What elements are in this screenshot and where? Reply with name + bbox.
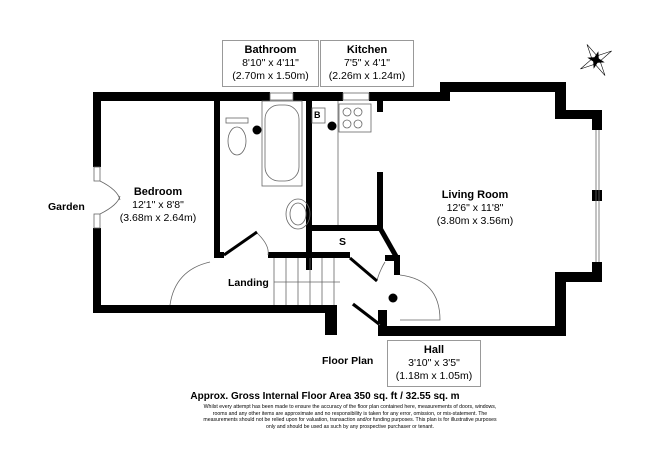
living-room-label: Living Room 12'6" x 11'8" (3.80m x 3.56m… (425, 189, 525, 228)
bedroom-metric: (3.68m x 2.64m) (119, 212, 197, 224)
walls (93, 82, 602, 336)
hall-imperial: 3'10" x 3'5" (408, 357, 460, 369)
living-room-metric: (3.80m x 3.56m) (436, 215, 514, 227)
garden-label: Garden (48, 201, 85, 213)
bedroom-imperial: 12'1" x 8'8" (132, 199, 184, 211)
floor-plan-title: Floor Plan (322, 355, 374, 367)
bathroom-name: Bathroom (244, 44, 297, 56)
bathroom-imperial: 8'10" x 4'11" (242, 57, 299, 69)
living-room-name: Living Room (441, 189, 509, 201)
kitchen-label: Kitchen 7'5" x 4'1" (2.26m x 1.24m) (320, 40, 414, 87)
floor-area: Approx. Gross Internal Floor Area 350 sq… (190, 391, 460, 402)
boiler-label: B (314, 110, 321, 120)
hall-metric: (1.18m x 1.05m) (395, 370, 473, 382)
angled-walls (377, 226, 400, 260)
kitchen-name: Kitchen (346, 44, 388, 56)
hall-label: Hall 3'10" x 3'5" (1.18m x 1.05m) (387, 340, 481, 387)
bathroom-metric: (2.70m x 1.50m) (232, 70, 309, 82)
bedroom-label: Bedroom 12'1" x 8'8" (3.68m x 2.64m) (108, 186, 208, 225)
living-room-imperial: 12'6" x 11'8" (446, 202, 504, 214)
compass-rose-icon (580, 44, 612, 76)
bedroom-name: Bedroom (133, 186, 183, 198)
storage-label: S (339, 236, 347, 248)
bathroom-label: Bathroom 8'10" x 4'11" (2.70m x 1.50m) (222, 40, 319, 87)
disclaimer: Whilst every attempt has been made to en… (203, 404, 497, 430)
landing-label: Landing (228, 277, 269, 289)
kitchen-imperial: 7'5" x 4'1" (344, 57, 390, 69)
door-swing-bold (223, 230, 380, 326)
radiators (252, 121, 398, 303)
hall-name: Hall (423, 344, 445, 356)
kitchen-metric: (2.26m x 1.24m) (328, 70, 406, 82)
